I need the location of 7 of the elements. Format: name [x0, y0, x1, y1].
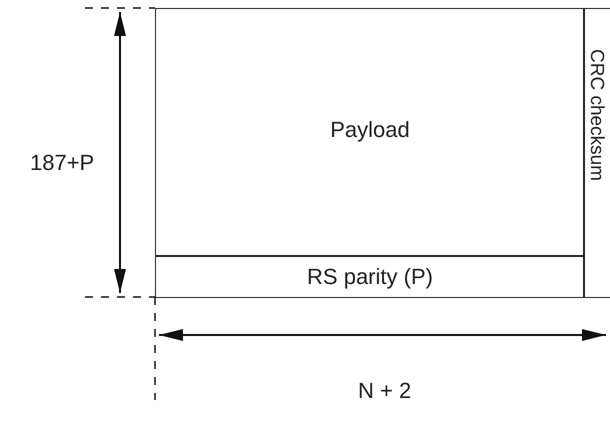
box-label: Payload [330, 117, 410, 143]
dimension-label: N + 2 [358, 378, 412, 404]
dimension-label: 187+P [30, 150, 94, 176]
box-label: RS parity (P) [307, 264, 433, 290]
box-label: CRC checksum [586, 49, 606, 181]
payload-box [155, 8, 585, 257]
parity-box [155, 255, 585, 298]
